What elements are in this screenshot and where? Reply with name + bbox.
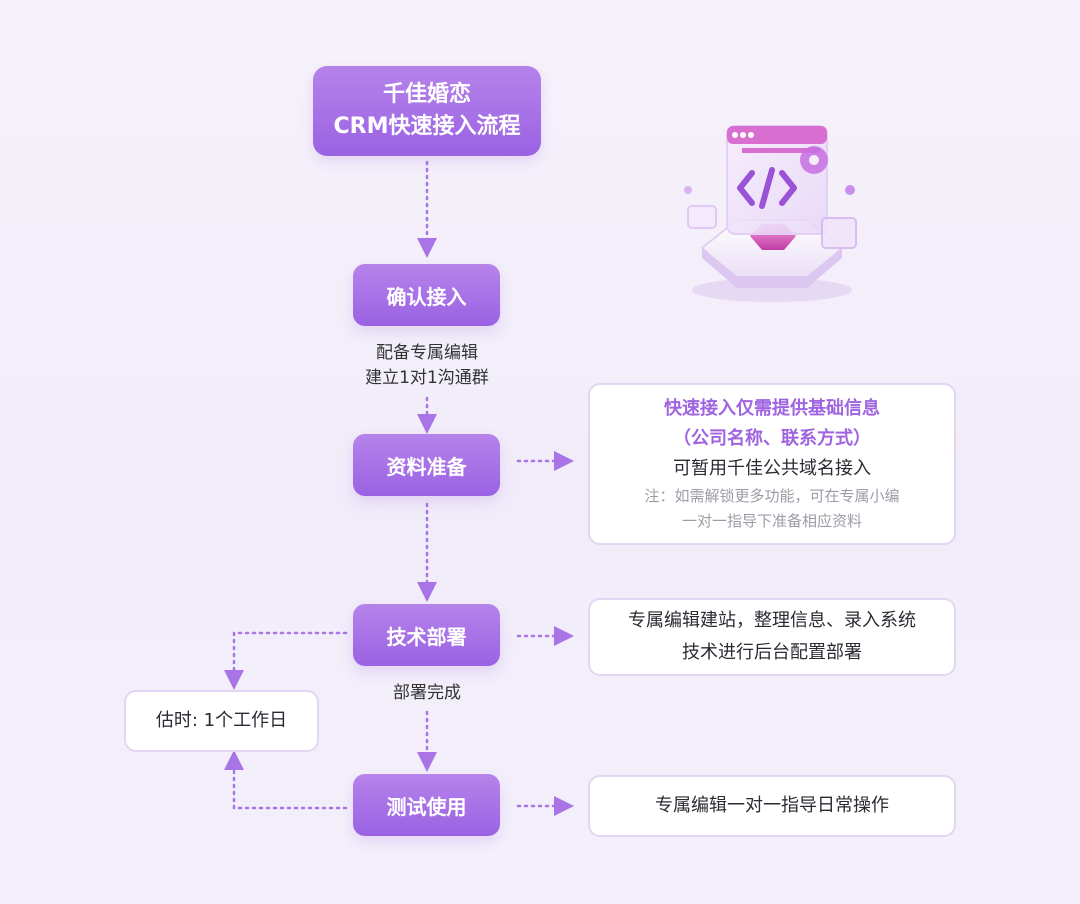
prepare-note-line1: 注：如需解锁更多功能，可在专属小编 <box>644 487 900 505</box>
code-window-icon <box>672 108 872 308</box>
prepare-note-line2: 一对一指导下准备相应资料 <box>681 512 862 530</box>
flow-title-line2: CRM快速接入流程 <box>333 114 521 139</box>
estimate-text: 估时: 1个工作日 <box>155 710 288 731</box>
flow-title-node: 千佳婚恋 CRM快速接入流程 <box>313 66 541 156</box>
confirm-note-line2: 建立1对1沟通群 <box>365 368 489 388</box>
step-confirm: 确认接入 <box>353 264 500 326</box>
step-prepare-label: 资料准备 <box>386 454 467 479</box>
step-test-label: 测试使用 <box>386 794 467 819</box>
arrow-test-to-estimate <box>224 750 348 810</box>
flow-title-line1: 千佳婚恋 <box>382 82 471 107</box>
step-deploy: 技术部署 <box>353 604 500 666</box>
step-test: 测试使用 <box>353 774 500 836</box>
confirm-note-line1: 配备专属编辑 <box>376 343 478 363</box>
step-confirm-label: 确认接入 <box>386 284 467 309</box>
deploy-detail-line1: 专属编辑建站，整理信息、录入系统 <box>628 610 916 631</box>
test-detail-line1: 专属编辑一对一指导日常操作 <box>655 795 889 816</box>
deploy-detail-line2: 技术进行后台配置部署 <box>682 642 862 663</box>
prepare-highlight-line2: （公司名称、联系方式） <box>673 428 871 449</box>
step-deploy-label: 技术部署 <box>386 624 467 649</box>
prepare-detail-card: 快速接入仅需提供基础信息 （公司名称、联系方式） 可暂用千佳公共域名接入 注：如… <box>588 383 956 545</box>
deploy-note-text: 部署完成 <box>393 683 461 703</box>
test-detail-card: 专属编辑一对一指导日常操作 <box>588 775 956 837</box>
prepare-detail-line: 可暂用千佳公共域名接入 <box>673 458 871 479</box>
deploy-detail-card: 专属编辑建站，整理信息、录入系统 技术进行后台配置部署 <box>588 598 956 676</box>
deploy-note: 部署完成 <box>366 681 488 706</box>
step-prepare: 资料准备 <box>353 434 500 496</box>
prepare-highlight-line1: 快速接入仅需提供基础信息 <box>664 398 880 419</box>
arrow-deploy-to-estimate <box>224 631 348 690</box>
estimate-card: 估时: 1个工作日 <box>124 690 319 752</box>
confirm-note: 配备专属编辑 建立1对1沟通群 <box>340 341 514 391</box>
